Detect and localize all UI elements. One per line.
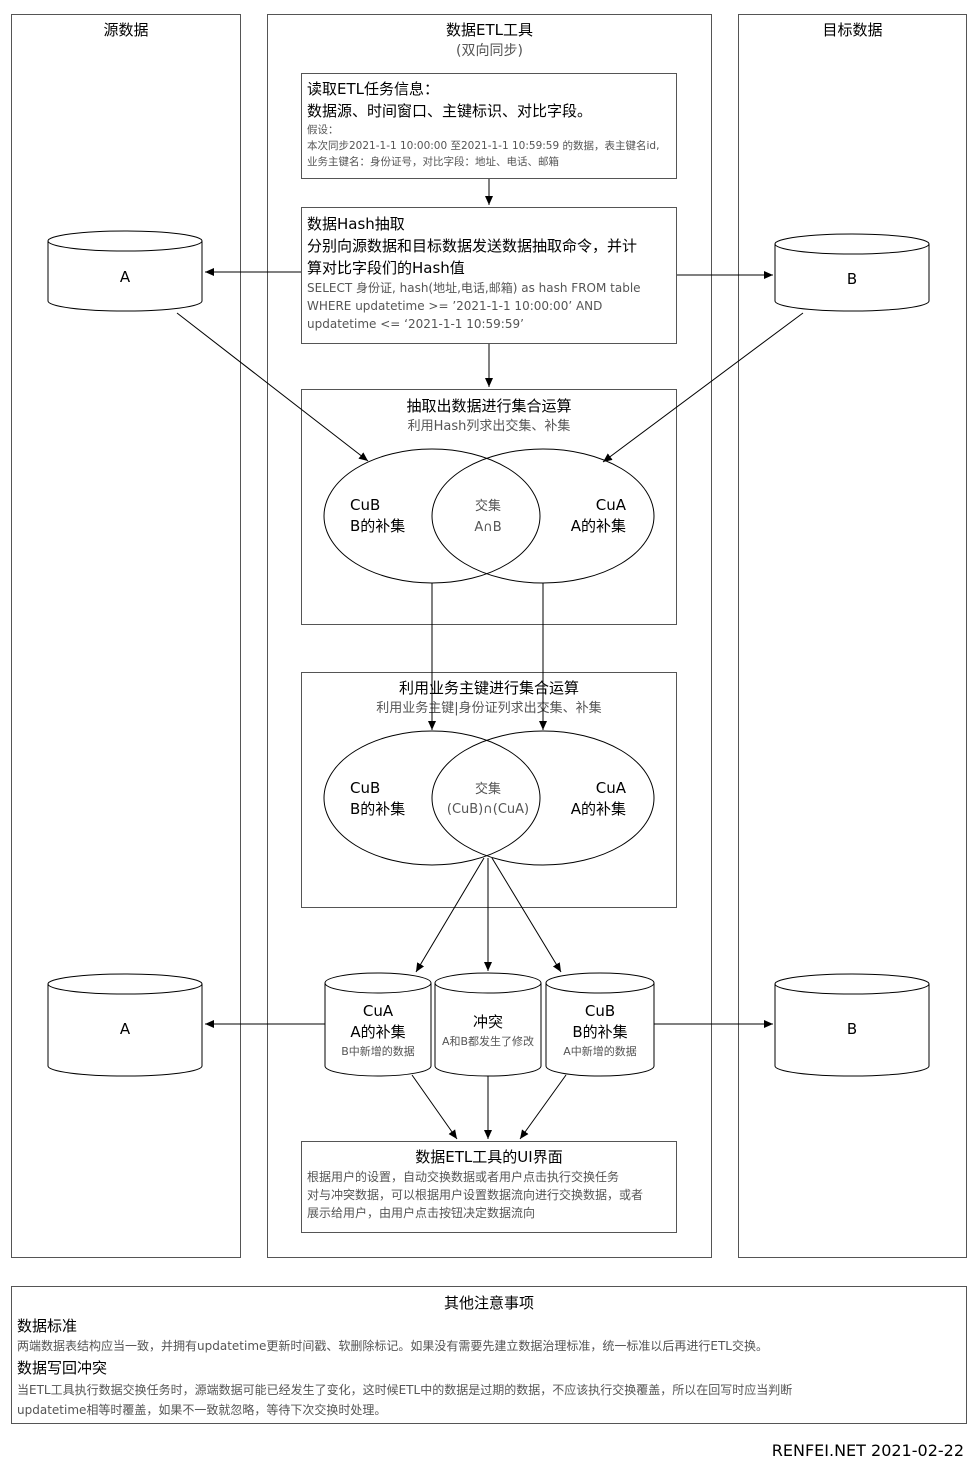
etl-column-title: 数据ETL工具 xyxy=(446,21,533,39)
notes-heading-conflict: 数据写回冲突 xyxy=(17,1359,108,1377)
hash-set-box xyxy=(301,389,677,625)
hash-mid-desc: A∩B xyxy=(474,520,501,535)
arrow-source-to-venn xyxy=(176,312,369,462)
hash-right-desc: A的补集 xyxy=(571,517,626,535)
db-target-top-label: B xyxy=(847,270,857,288)
db-target-bottom-label: B xyxy=(847,1020,857,1038)
read-task-title: 读取ETL任务信息： xyxy=(307,80,439,98)
etl-column xyxy=(267,14,712,1258)
hash-right-name: CuA xyxy=(596,496,627,514)
notes-standard-text: 两端数据表结构应当一致，并拥有updatetime更新时间戳、软删除标记。如果没… xyxy=(17,1339,768,1353)
read-task-subtitle: 数据源、时间窗口、主键标识、对比字段。 xyxy=(307,102,593,120)
key-right-desc: A的补集 xyxy=(571,800,626,818)
read-task-box: 读取ETL任务信息： 数据源、时间窗口、主键标识、对比字段。 假设： 本次同步2… xyxy=(301,73,677,179)
db-target-bottom: B xyxy=(774,973,930,1077)
key-venn: 利用业务主键进行集合运算 利用业务主键|身份证列求出交集、补集 CuB B的补集… xyxy=(323,679,655,866)
db-source-bottom: A xyxy=(47,973,203,1077)
result-cua-name: CuA xyxy=(363,1002,394,1020)
db-source-bottom-label: A xyxy=(120,1020,131,1038)
result-cua-desc: A的补集 xyxy=(350,1023,405,1041)
notes-box: 其他注意事项 数据标准 两端数据表结构应当一致，并拥有updatetime更新时… xyxy=(11,1286,967,1424)
read-task-assume-label: 假设： xyxy=(307,124,339,136)
ui-box-line2: 对与冲突数据，可以根据用户设置数据流向进行交换数据，或者 xyxy=(307,1188,644,1202)
notes-conflict-line1: 当ETL工具执行数据交换任务时，源端数据可能已经发生了变化，这时候ETL中的数据… xyxy=(17,1383,793,1397)
key-left-name: CuB xyxy=(350,779,380,797)
key-mid-desc: (CuB)∩(CuA) xyxy=(447,802,529,817)
hash-extract-box: 数据Hash抽取 分别向源数据和目标数据发送数据抽取命令，并计 算对比字段们的H… xyxy=(301,207,677,344)
connector-arrows xyxy=(176,179,804,1140)
arrow-target-to-venn xyxy=(602,312,804,463)
result-cub-note: A中新增的数据 xyxy=(563,1044,637,1058)
hash-venn: 抽取出数据进行集合运算 利用Hash列求出交集、补集 CuB B的补集 交集 A… xyxy=(323,397,655,584)
hash-extract-sql-line3: updatetime <= ‘2021-1-1 10:59:59’ xyxy=(307,317,524,331)
result-cub-cylinder: CuB B的补集 A中新增的数据 xyxy=(545,972,655,1077)
key-set-title: 利用业务主键进行集合运算 xyxy=(399,679,579,697)
arrow-cua-to-ui xyxy=(411,1074,458,1140)
target-column-title: 目标数据 xyxy=(822,21,883,39)
notes-title: 其他注意事项 xyxy=(443,1294,534,1312)
key-set-subtitle: 利用业务主键|身份证列求出交集、补集 xyxy=(376,700,601,716)
hash-left-desc: B的补集 xyxy=(350,517,405,535)
key-mid-name: 交集 xyxy=(475,781,501,797)
result-conflict-name: 冲突 xyxy=(473,1013,503,1031)
read-task-assume-line2: 业务主键名：身份证号，对比字段：地址、电话、邮箱 xyxy=(307,156,559,168)
target-column xyxy=(738,14,967,1258)
db-source-top: A xyxy=(47,230,203,312)
ui-box-line1: 根据用户的设置，自动交换数据或者用户点击执行交换任务 xyxy=(307,1170,620,1184)
notes-heading-standard: 数据标准 xyxy=(17,1317,78,1335)
result-cub-name: CuB xyxy=(585,1002,615,1020)
source-column xyxy=(11,14,241,1258)
key-set-box xyxy=(301,672,677,908)
result-cua-note: B中新增的数据 xyxy=(341,1044,415,1058)
notes-conflict-line2: updatetime相等时覆盖，如果不一致就忽略，等待下次交换时处理。 xyxy=(17,1403,387,1417)
hash-extract-sql-line1: SELECT 身份证, hash(地址,电话,邮箱) as hash FROM … xyxy=(307,281,641,295)
etl-column-subtitle: (双向同步) xyxy=(456,43,523,59)
result-conflict-cylinder: 冲突 A和B都发生了修改 xyxy=(434,972,542,1077)
arrow-venn2-to-cua xyxy=(415,857,485,973)
ui-box-title: 数据ETL工具的UI界面 xyxy=(415,1148,563,1166)
hash-mid-name: 交集 xyxy=(475,498,501,514)
arrow-cub-to-ui xyxy=(519,1074,567,1140)
hash-extract-desc-line1: 分别向源数据和目标数据发送数据抽取命令，并计 xyxy=(307,237,638,255)
result-cua-cylinder: CuA A的补集 B中新增的数据 xyxy=(324,972,432,1077)
db-source-top-label: A xyxy=(120,268,131,286)
source-column-title: 源数据 xyxy=(103,21,149,39)
key-right-name: CuA xyxy=(596,779,627,797)
footer-signature: RENFEI.NET 2021-02-22 xyxy=(771,1441,964,1460)
ui-box-line3: 展示给用户，由用户点击按钮决定数据流向 xyxy=(307,1206,536,1220)
ui-box: 数据ETL工具的UI界面 根据用户的设置，自动交换数据或者用户点击执行交换任务 … xyxy=(301,1141,677,1233)
hash-extract-sql-line2: WHERE updatetime >= ’2021-1-1 10:00:00’ … xyxy=(307,299,603,313)
result-conflict-note: A和B都发生了修改 xyxy=(442,1034,534,1048)
result-cub-desc: B的补集 xyxy=(572,1023,627,1041)
hash-set-title: 抽取出数据进行集合运算 xyxy=(406,397,571,415)
hash-left-name: CuB xyxy=(350,496,380,514)
arrow-venn2-to-cub xyxy=(491,857,562,973)
hash-set-subtitle: 利用Hash列求出交集、补集 xyxy=(408,418,571,434)
hash-extract-desc-line2: 算对比字段们的Hash值 xyxy=(307,259,465,277)
key-left-desc: B的补集 xyxy=(350,800,405,818)
read-task-assume-line1: 本次同步2021-1-1 10:00:00 至2021-1-1 10:59:59… xyxy=(307,140,660,152)
hash-extract-title: 数据Hash抽取 xyxy=(307,215,405,233)
db-target-top: B xyxy=(774,233,930,312)
